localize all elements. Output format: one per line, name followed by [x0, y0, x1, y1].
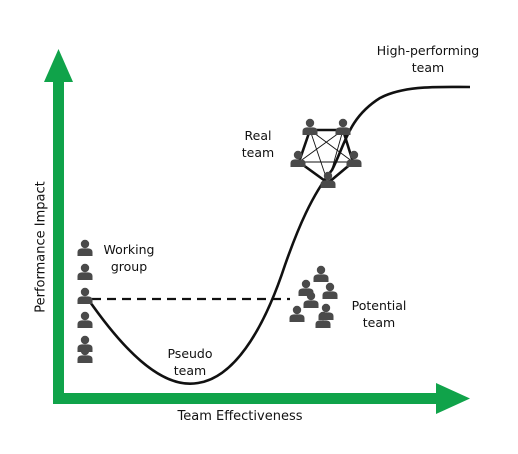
x-axis-arrowhead-icon [436, 383, 470, 414]
person-icon [77, 239, 93, 256]
y-axis-label: Performance Impact [33, 181, 49, 313]
performance-curve [86, 85, 471, 386]
working-group-label: Working group [96, 241, 162, 275]
real-team-network [290, 118, 362, 188]
working-group-people [77, 239, 93, 363]
pseudo-team-label: Pseudo team [160, 345, 220, 379]
person-icon [77, 311, 93, 328]
pseudo-team-label-line2: team [173, 363, 207, 378]
real-team-label-line2: team [241, 145, 275, 160]
real-team-label-line1: Real [244, 128, 272, 143]
high-performing-team-label-line2: team [411, 60, 445, 75]
high-performing-team-label: High-performing team [366, 42, 490, 76]
x-axis-label: Team Effectiveness [177, 409, 303, 424]
potential-team-label: Potential team [343, 297, 415, 331]
y-axis-line [53, 80, 64, 404]
x-axis-line [53, 393, 439, 404]
y-axis-arrowhead-icon [44, 49, 73, 82]
person-icon [313, 265, 329, 282]
person-icon [335, 118, 351, 135]
working-group-label-line2: group [110, 259, 148, 274]
person-icon [77, 287, 93, 304]
working-group-label-line1: Working [103, 242, 155, 257]
person-icon [302, 118, 318, 135]
potential-team-label-line2: team [362, 315, 396, 330]
person-icon [77, 263, 93, 280]
pseudo-team-label-line1: Pseudo [167, 346, 213, 361]
potential-team-label-line1: Potential [351, 298, 407, 313]
person-icon [322, 282, 338, 299]
real-team-label: Real team [236, 127, 280, 161]
axes [44, 49, 470, 414]
potential-team-people [289, 265, 338, 328]
person-icon [289, 305, 305, 322]
high-performing-team-label-line1: High-performing [376, 43, 480, 58]
